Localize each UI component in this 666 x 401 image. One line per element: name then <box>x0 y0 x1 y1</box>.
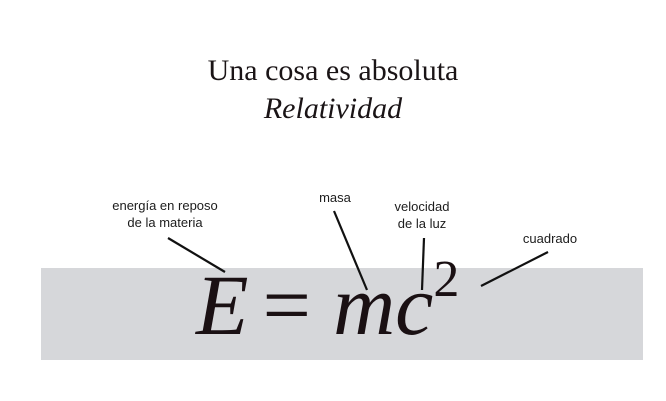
equals-sign: = <box>262 257 312 353</box>
subtitle: Relatividad <box>263 92 403 125</box>
label-energy: energía en reposo de la materia <box>95 197 235 231</box>
leader-line-speed <box>420 237 426 291</box>
label-energy-line2: de la materia <box>127 215 203 230</box>
label-speed-line1: velocidad <box>394 199 450 214</box>
label-speed: velocidad de la luz <box>382 198 462 232</box>
label-speed-line2: de la luz <box>397 216 447 231</box>
leader-line-energy <box>167 237 226 273</box>
equation-band <box>41 268 643 360</box>
leader-line-mass <box>332 210 369 291</box>
leader-line-squared <box>480 251 549 287</box>
label-energy-line1: energía en reposo <box>112 198 218 213</box>
exponent: 2 <box>433 251 460 308</box>
label-squared: cuadrado <box>522 231 578 246</box>
main-title: Una cosa es absoluta <box>207 54 459 87</box>
energy-symbol: E <box>196 257 249 353</box>
mass-light-symbols: mc <box>333 257 434 353</box>
label-mass: masa <box>319 190 351 205</box>
equation: E=mc2 <box>196 254 459 349</box>
